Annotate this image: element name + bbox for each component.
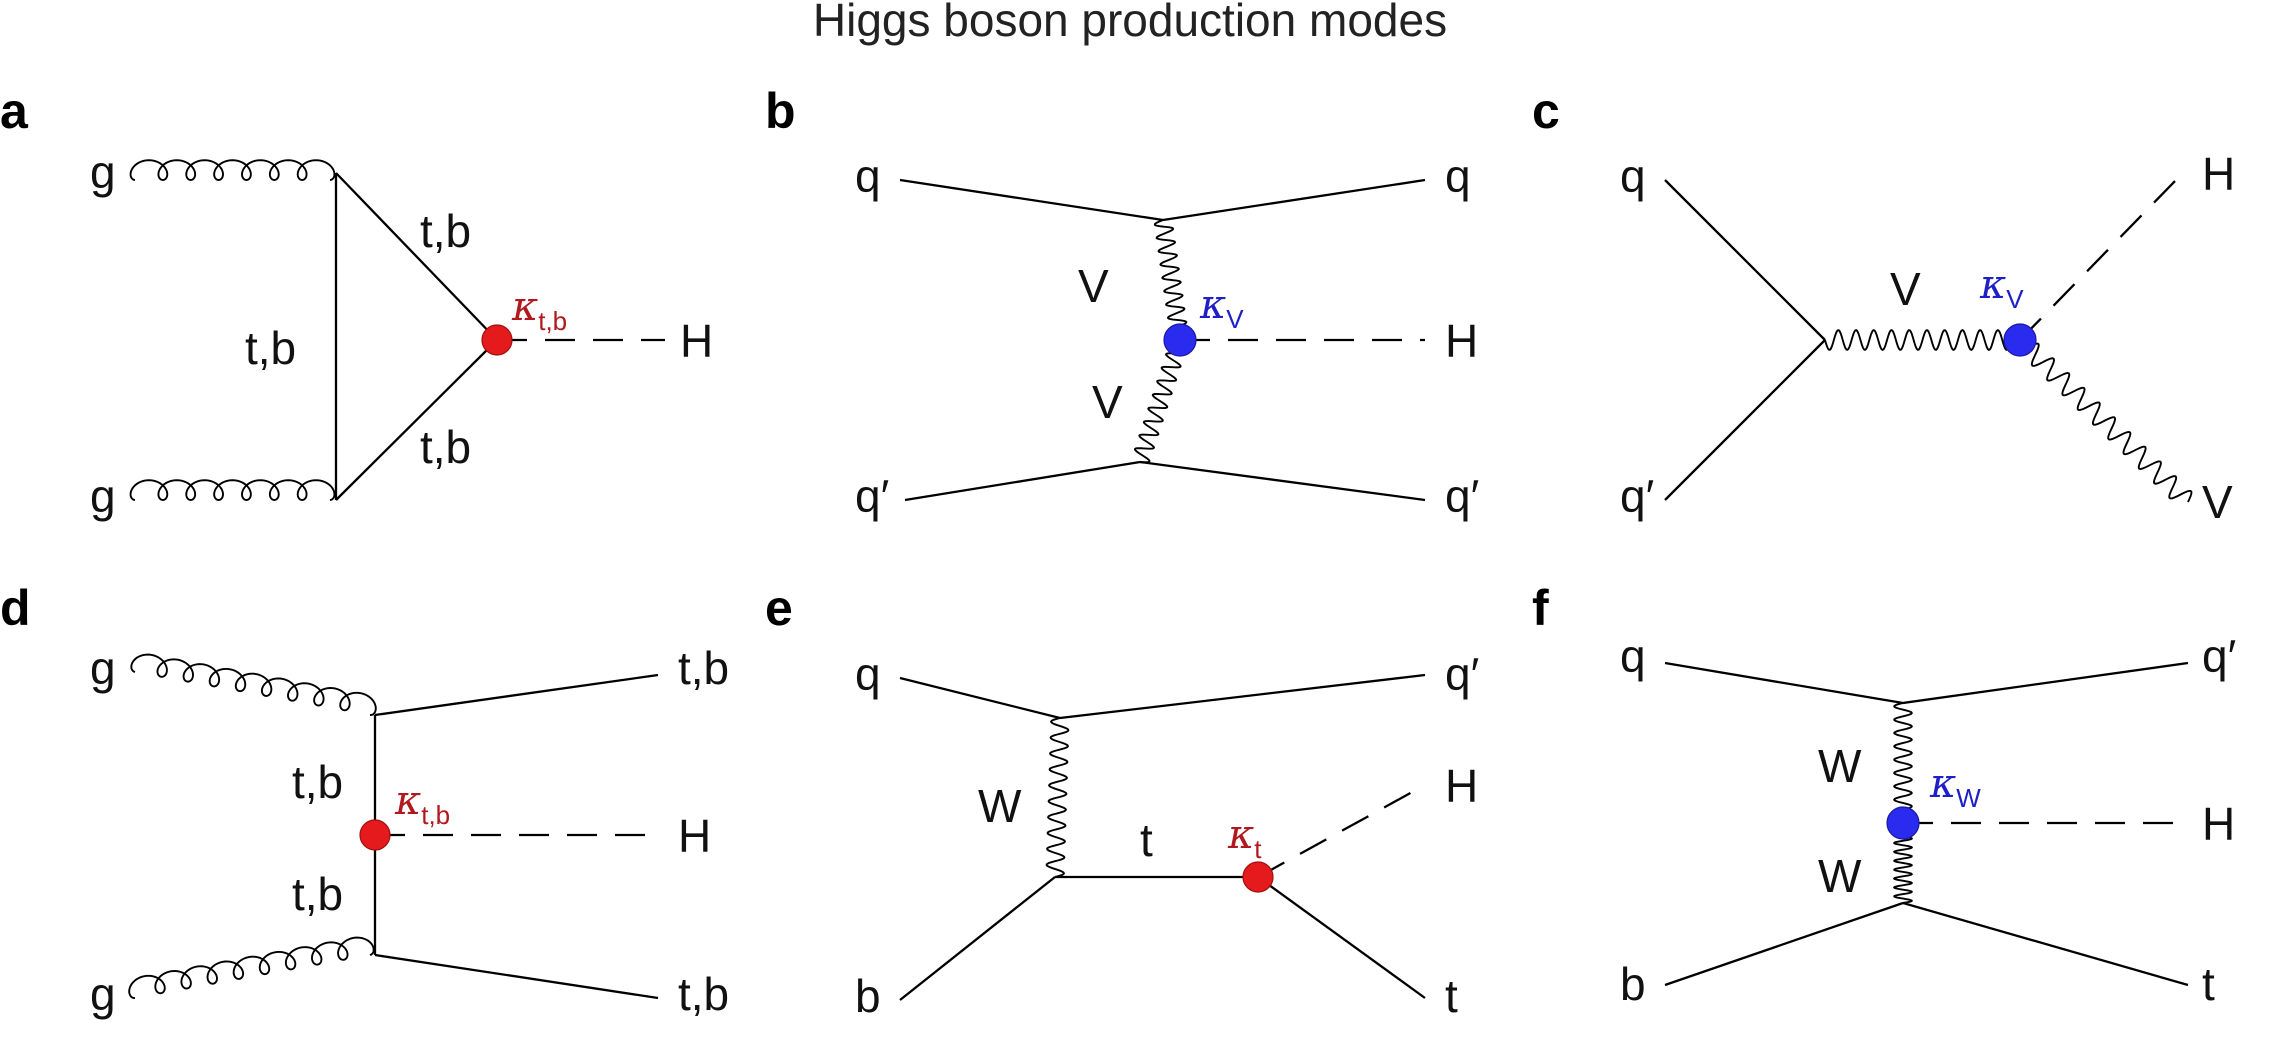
- quark-label: t: [2202, 958, 2215, 1010]
- coupling-label: κV: [1199, 282, 1244, 334]
- quark-label: t,b: [678, 642, 729, 694]
- quark-line: [899, 876, 1056, 1001]
- quark-label: q: [855, 150, 881, 202]
- figure-title: Higgs boson production modes: [813, 0, 1447, 46]
- quark-label: q: [1620, 630, 1646, 682]
- panel-label-f: f: [1532, 580, 1549, 636]
- coupling-label: κW: [1929, 761, 1981, 813]
- higgs-label: H: [1445, 315, 1478, 367]
- higgs-vertex: [2003, 323, 2037, 357]
- gluon-line: [128, 936, 375, 1000]
- quark-label: q′: [1620, 470, 1654, 522]
- quark-line: [1902, 661, 2189, 705]
- higgs-vertex: [1242, 861, 1274, 893]
- quark-label: q: [1445, 150, 1471, 202]
- quark-line: [1664, 661, 1904, 705]
- quark-line: [1664, 901, 1904, 987]
- panel-label-c: c: [1532, 83, 1560, 139]
- boson-label: W: [1818, 850, 1862, 902]
- quark-label: q: [1620, 150, 1646, 202]
- w-boson-propagator: [1045, 717, 1070, 878]
- w-boson-propagator: [1893, 702, 1913, 824]
- quark-label: t: [1140, 814, 1153, 866]
- quark-label: t: [1445, 970, 1458, 1022]
- boson-propagator: [1134, 338, 1186, 464]
- quark-label: t,b: [678, 968, 729, 1020]
- quark-line: [1664, 179, 1826, 341]
- quark-line: [374, 673, 659, 717]
- gluon-label: g: [90, 968, 116, 1020]
- boson-label: V: [1078, 260, 1109, 312]
- quark-label: t,b: [292, 756, 343, 808]
- higgs-vertex: [359, 819, 391, 851]
- panel-b: b q q q′ q′ V V H κV: [765, 83, 1479, 522]
- panel-label-a: a: [0, 83, 29, 139]
- higgs-line: [1257, 783, 1426, 879]
- quark-line: [1664, 339, 1826, 501]
- panel-a: a g g t,b t,b t,b H κt,b: [0, 83, 713, 522]
- higgs-vertex: [481, 324, 513, 356]
- panel-d: d g g t,b t,b t,b t,b H κt,b: [0, 580, 729, 1020]
- top-line: [1257, 876, 1426, 999]
- quark-label: b: [855, 970, 881, 1022]
- higgs-label: H: [2202, 798, 2235, 850]
- quark-line: [899, 178, 1164, 222]
- quark-line: [899, 676, 1061, 720]
- quark-label: t,b: [420, 205, 471, 257]
- quark-label: q′: [2202, 630, 2236, 682]
- quark-label: t,b: [245, 322, 296, 374]
- boson-propagator: [1153, 219, 1190, 341]
- boson-label: V: [1890, 263, 1921, 315]
- higgs-label: H: [1445, 760, 1478, 812]
- higgs-label: H: [680, 315, 713, 367]
- panel-label-e: e: [765, 580, 793, 636]
- quark-propagator: [335, 339, 498, 501]
- gluon-line: [129, 159, 336, 181]
- higgs-label: H: [2202, 148, 2235, 200]
- boson-label: W: [1818, 740, 1862, 792]
- quark-line: [904, 460, 1141, 502]
- top-line: [1902, 901, 2189, 987]
- quark-label: b: [1620, 958, 1646, 1010]
- boson-label: V: [2202, 476, 2233, 528]
- quark-label: t,b: [292, 868, 343, 920]
- panel-label-b: b: [765, 83, 796, 139]
- coupling-label: κt,b: [511, 284, 567, 336]
- quark-label: q′: [855, 470, 889, 522]
- quark-line: [1162, 178, 1426, 222]
- boson-line: [2015, 339, 2193, 503]
- boson-label: W: [978, 780, 1022, 832]
- higgs-vertex: [1886, 806, 1920, 840]
- quark-label: t,b: [420, 421, 471, 473]
- quark-label: q′: [1445, 648, 1479, 700]
- panel-f: f q b q′ W W H t κW: [1532, 580, 2236, 1010]
- boson-propagator: [1824, 328, 2021, 352]
- panel-c: c q q′ V H V κV: [1532, 83, 2235, 528]
- gluon-label: g: [90, 146, 116, 198]
- coupling-label: κV: [1979, 262, 2024, 314]
- gluon-label: g: [90, 642, 116, 694]
- quark-line: [374, 953, 659, 1000]
- panel-label-d: d: [0, 580, 31, 636]
- gluon-line: [129, 479, 336, 501]
- quark-label: q: [855, 648, 881, 700]
- quark-line: [1139, 460, 1426, 502]
- quark-propagator: [335, 172, 498, 341]
- quark-label: q′: [1445, 470, 1479, 522]
- gluon-label: g: [90, 470, 116, 522]
- higgs-label: H: [678, 810, 711, 862]
- coupling-label: κt: [1227, 812, 1262, 864]
- panel-e: e q b q′ W t H t κt: [765, 580, 1479, 1022]
- higgs-line: [2019, 177, 2179, 341]
- boson-label: V: [1092, 376, 1123, 428]
- coupling-label: κt,b: [394, 778, 450, 830]
- quark-line: [1059, 673, 1426, 720]
- gluon-line: [130, 653, 377, 717]
- higgs-vertex: [1163, 323, 1197, 357]
